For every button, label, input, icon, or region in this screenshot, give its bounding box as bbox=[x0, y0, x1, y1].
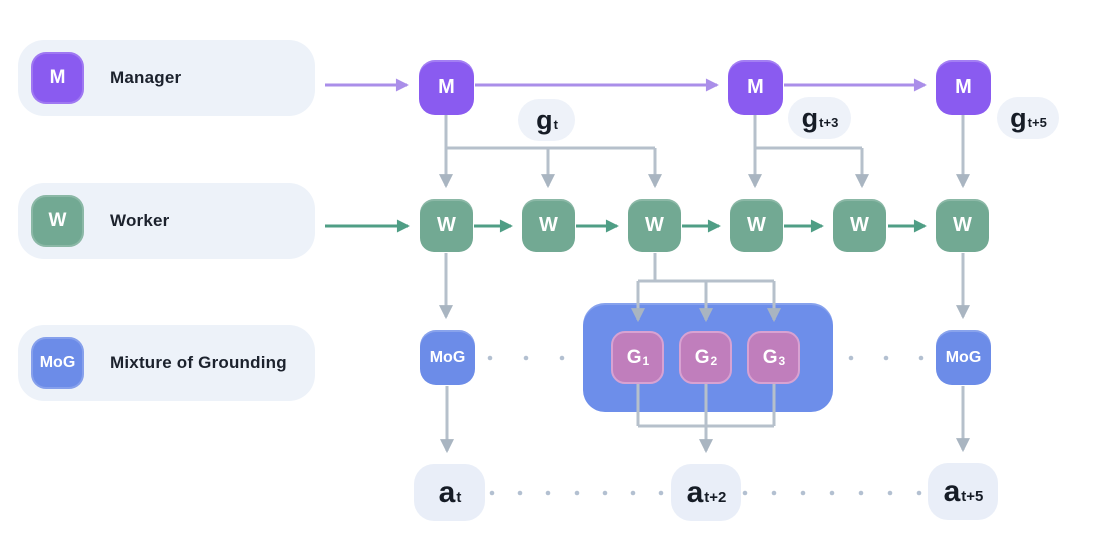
goal-sub: t+5 bbox=[1027, 114, 1047, 130]
worker-badge-icon: W bbox=[31, 195, 84, 247]
manager-badge-icon: M bbox=[31, 52, 84, 104]
action-base: a bbox=[943, 474, 961, 508]
g-sub: 3 bbox=[778, 353, 786, 368]
legend-item-manager: M Manager bbox=[18, 40, 315, 116]
legend-label-mog: Mixture of Grounding bbox=[110, 353, 287, 372]
goal-base: g bbox=[801, 102, 819, 133]
legend-label-worker: Worker bbox=[110, 211, 170, 230]
legend-item-worker: W Worker bbox=[18, 183, 315, 259]
legend-item-mog: MoG Mixture of Grounding bbox=[18, 325, 315, 401]
worker-node-2: W bbox=[522, 199, 575, 252]
worker-node-6: W bbox=[936, 199, 989, 252]
goal-base: g bbox=[536, 104, 553, 135]
action-base: a bbox=[438, 475, 456, 509]
g-sub: 2 bbox=[710, 353, 718, 368]
g-sub: 1 bbox=[642, 353, 650, 368]
goal-base: g bbox=[1010, 102, 1027, 133]
goal-sub: t bbox=[553, 116, 558, 132]
action-sub: t bbox=[456, 489, 462, 506]
g-base: G bbox=[694, 346, 710, 368]
manager-node-t3: M bbox=[728, 60, 783, 115]
mog-badge-icon: MoG bbox=[31, 337, 84, 389]
action-sub: t+2 bbox=[704, 489, 727, 506]
goal-sub: t+3 bbox=[819, 114, 839, 130]
action-base: a bbox=[686, 475, 704, 509]
mog-node-left: MoG bbox=[420, 330, 475, 385]
mog-node-right: MoG bbox=[936, 330, 991, 385]
worker-node-4: W bbox=[730, 199, 783, 252]
action-sub: t+5 bbox=[961, 488, 984, 505]
legend-label-manager: Manager bbox=[110, 68, 182, 87]
worker-node-5: W bbox=[833, 199, 886, 252]
g-base: G bbox=[762, 346, 778, 368]
worker-node-3: W bbox=[628, 199, 681, 252]
manager-node-t: M bbox=[419, 60, 474, 115]
worker-node-1: W bbox=[420, 199, 473, 252]
manager-node-t5: M bbox=[936, 60, 991, 115]
g-base: G bbox=[626, 346, 642, 368]
